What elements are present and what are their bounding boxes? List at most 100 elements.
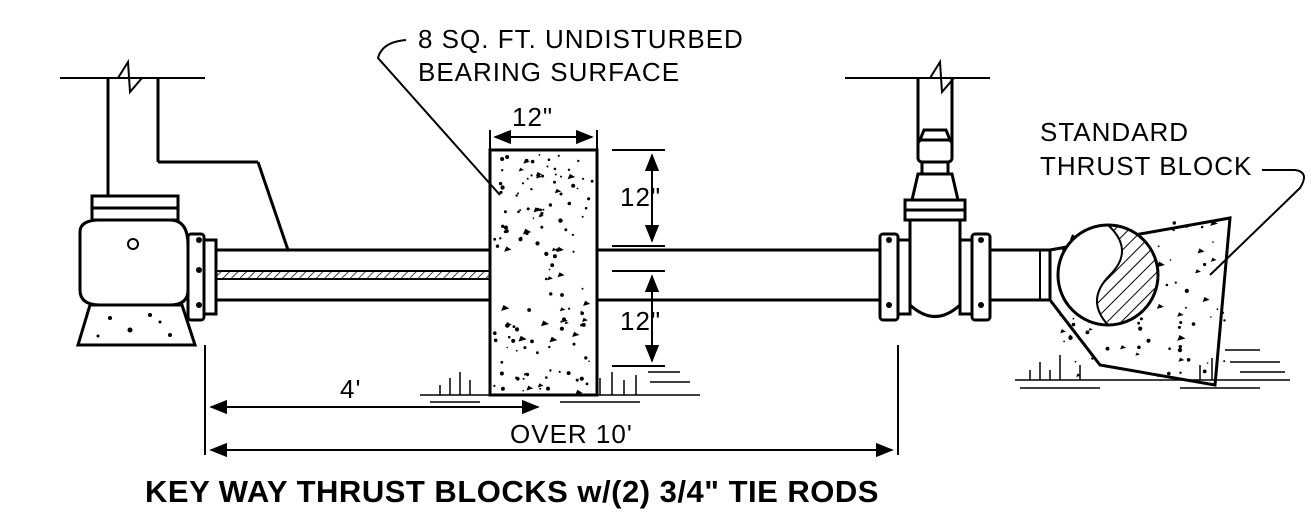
concrete-aggregate-mark bbox=[495, 244, 500, 248]
concrete-aggregate-mark bbox=[1223, 319, 1226, 322]
concrete-aggregate-mark bbox=[581, 317, 588, 322]
concrete-aggregate-mark bbox=[1178, 357, 1185, 362]
concrete-aggregate-mark bbox=[540, 320, 550, 327]
concrete-aggregate-mark bbox=[539, 208, 542, 212]
concrete-aggregate-mark bbox=[1169, 259, 1172, 261]
concrete-aggregate-mark bbox=[554, 173, 557, 176]
concrete-aggregate-mark bbox=[493, 384, 496, 387]
concrete-aggregate-mark bbox=[541, 174, 545, 178]
concrete-aggregate-mark bbox=[517, 192, 519, 195]
concrete-aggregate-mark bbox=[566, 371, 571, 376]
concrete-aggregate-mark bbox=[1060, 329, 1066, 334]
concrete-aggregate-mark bbox=[501, 304, 510, 311]
concrete-aggregate-mark bbox=[572, 250, 575, 253]
concrete-aggregate-mark bbox=[522, 377, 525, 380]
concrete-aggregate-mark bbox=[1172, 228, 1175, 232]
concrete-aggregate-mark bbox=[567, 168, 571, 171]
concrete-aggregate-mark bbox=[1168, 347, 1171, 351]
concrete-aggregate-mark bbox=[1206, 362, 1209, 364]
concrete-aggregate-mark bbox=[1138, 326, 1143, 331]
concrete-aggregate-mark bbox=[520, 236, 523, 239]
concrete-aggregate-mark bbox=[580, 311, 583, 313]
concrete-aggregate-mark bbox=[507, 335, 511, 339]
concrete-aggregate-mark bbox=[514, 327, 520, 332]
upper-height-dimension bbox=[612, 149, 665, 247]
concrete-aggregate-mark bbox=[535, 241, 540, 246]
concrete-aggregate-mark bbox=[1184, 306, 1187, 309]
concrete-aggregate-mark bbox=[1186, 358, 1191, 362]
concrete-aggregate-mark bbox=[530, 339, 534, 344]
concrete-aggregate-mark bbox=[572, 342, 576, 346]
concrete-aggregate-mark bbox=[526, 177, 529, 180]
concrete-aggregate-mark bbox=[526, 207, 530, 211]
concrete-aggregate-mark bbox=[500, 186, 504, 190]
concrete-aggregate-mark bbox=[572, 331, 580, 338]
concrete-aggregate-mark bbox=[515, 349, 518, 352]
concrete-aggregate-mark bbox=[523, 346, 527, 350]
concrete-aggregate-mark bbox=[581, 287, 584, 290]
upper-height-dimension-label: 12" bbox=[620, 182, 661, 212]
concrete-aggregate-mark bbox=[581, 215, 584, 218]
concrete-aggregate-mark bbox=[1167, 371, 1171, 376]
concrete-aggregate-mark bbox=[515, 194, 518, 197]
concrete-aggregate-mark bbox=[1212, 241, 1214, 243]
concrete-aggregate-mark bbox=[518, 167, 525, 172]
concrete-aggregate-mark bbox=[560, 320, 563, 323]
concrete-aggregate-mark bbox=[1184, 288, 1189, 293]
concrete-aggregate-mark bbox=[545, 376, 548, 379]
standard-thrust-block bbox=[1048, 216, 1232, 387]
concrete-aggregate-mark bbox=[1216, 308, 1219, 311]
concrete-aggregate-mark bbox=[544, 251, 549, 256]
concrete-aggregate-mark bbox=[500, 360, 504, 364]
concrete-aggregate-mark bbox=[554, 188, 562, 194]
concrete-aggregate-mark bbox=[1157, 245, 1160, 248]
concrete-aggregate-mark bbox=[552, 254, 557, 259]
concrete-aggregate-mark bbox=[1177, 334, 1186, 341]
concrete-aggregate-mark bbox=[557, 154, 560, 157]
concrete-aggregate-mark bbox=[556, 246, 564, 253]
concrete-aggregate-mark bbox=[532, 217, 535, 219]
concrete-aggregate-mark bbox=[559, 192, 563, 196]
concrete-aggregate-mark bbox=[1179, 371, 1182, 374]
concrete-aggregate-mark bbox=[493, 237, 497, 241]
concrete-aggregate-mark bbox=[519, 209, 522, 212]
concrete-aggregate-mark bbox=[558, 370, 561, 373]
concrete-aggregate-mark bbox=[518, 335, 527, 342]
concrete-aggregate-mark bbox=[499, 190, 503, 194]
concrete-aggregate-mark bbox=[559, 326, 565, 331]
thrust-block-label-line1: STANDARD bbox=[1040, 117, 1189, 147]
concrete-aggregate-mark bbox=[1105, 346, 1110, 351]
concrete-aggregate-mark bbox=[571, 233, 575, 236]
concrete-aggregate-mark bbox=[1139, 317, 1143, 321]
concrete-aggregate-mark bbox=[555, 247, 561, 252]
concrete-aggregate-mark bbox=[503, 225, 508, 230]
concrete-aggregate-mark bbox=[585, 382, 589, 386]
concrete-aggregate-mark bbox=[530, 174, 533, 177]
concrete-aggregate-mark bbox=[557, 272, 565, 278]
concrete-aggregate-mark bbox=[537, 383, 544, 388]
thrust-block-leader bbox=[1209, 169, 1305, 276]
concrete-aggregate-mark bbox=[499, 371, 504, 376]
concrete-aggregate-mark bbox=[500, 157, 505, 161]
concrete-aggregate-mark bbox=[551, 247, 557, 252]
concrete-aggregate-mark bbox=[1076, 373, 1082, 377]
key-length-dimension-label: 4' bbox=[340, 374, 361, 404]
concrete-aggregate-mark bbox=[1177, 325, 1181, 329]
concrete-aggregate-mark bbox=[517, 210, 520, 214]
concrete-aggregate-mark bbox=[506, 346, 509, 349]
concrete-aggregate-mark bbox=[1135, 352, 1140, 356]
concrete-aggregate-mark bbox=[493, 331, 497, 336]
concrete-aggregate-mark bbox=[1210, 316, 1212, 318]
lower-height-dimension-label: 12" bbox=[620, 306, 661, 336]
concrete-aggregate-mark bbox=[536, 351, 539, 355]
concrete-aggregate-mark bbox=[533, 207, 541, 213]
concrete-aggregate-mark bbox=[504, 246, 512, 252]
concrete-aggregate-mark bbox=[549, 369, 552, 372]
concrete-aggregate-mark bbox=[1072, 317, 1075, 320]
concrete-aggregate-mark bbox=[1197, 248, 1205, 254]
concrete-aggregate-mark bbox=[1078, 337, 1080, 340]
main-pipe bbox=[216, 248, 880, 302]
concrete-aggregate-mark bbox=[549, 336, 558, 343]
concrete-aggregate-mark bbox=[548, 345, 551, 349]
concrete-aggregate-mark bbox=[1137, 321, 1140, 325]
